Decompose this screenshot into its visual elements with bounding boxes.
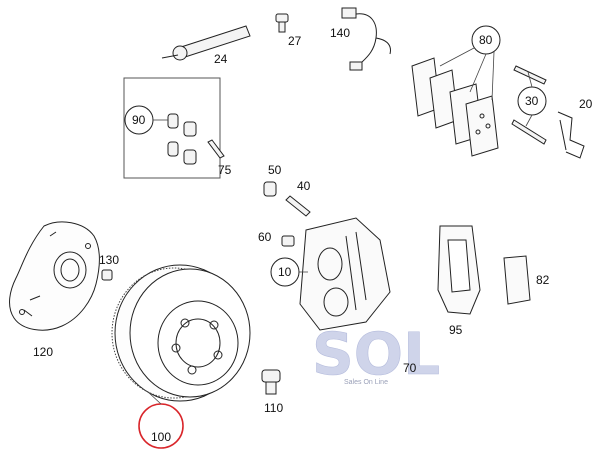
callout-70: 70 bbox=[403, 361, 417, 375]
callout-27: 27 bbox=[288, 34, 302, 48]
brake-disc bbox=[111, 264, 251, 402]
spring-clip bbox=[557, 111, 585, 159]
callout-20: 20 bbox=[579, 97, 593, 111]
watermark-logo: SOL Sales On Line bbox=[312, 320, 441, 389]
callout-30: 30 bbox=[525, 94, 539, 108]
guide-pin bbox=[161, 25, 251, 61]
callout-50: 50 bbox=[268, 163, 282, 177]
callout-110: 110 bbox=[264, 401, 283, 415]
pad-bracket bbox=[437, 225, 481, 315]
callout-100: 100 bbox=[151, 430, 171, 444]
dust-shield bbox=[9, 221, 100, 331]
small-pin bbox=[207, 139, 225, 159]
screw-60 bbox=[281, 235, 295, 247]
callout-120: 120 bbox=[33, 345, 53, 359]
callout-82: 82 bbox=[536, 273, 550, 287]
callout-40: 40 bbox=[297, 179, 311, 193]
callout-95: 95 bbox=[449, 323, 463, 337]
callout-75: 75 bbox=[218, 163, 232, 177]
callout-130: 130 bbox=[99, 253, 119, 267]
bleeder-cap bbox=[263, 181, 277, 197]
callout-80: 80 bbox=[479, 33, 493, 47]
callout-60: 60 bbox=[258, 230, 272, 244]
watermark-brand: SOL bbox=[312, 320, 440, 388]
pad-pins bbox=[511, 65, 547, 145]
wheel-bolt bbox=[261, 369, 281, 395]
callout-10: 10 bbox=[278, 265, 292, 279]
brake-caliper bbox=[299, 217, 391, 331]
bolt-130 bbox=[101, 269, 113, 281]
pad-82 bbox=[503, 255, 531, 305]
bolt-27 bbox=[275, 13, 289, 33]
bushing-set bbox=[123, 77, 221, 179]
bleeder-screw bbox=[285, 195, 311, 217]
callout-90: 90 bbox=[132, 113, 146, 127]
callout-140: 140 bbox=[330, 26, 350, 40]
wear-sensor bbox=[341, 7, 391, 71]
brake-pads bbox=[411, 57, 499, 157]
watermark-tagline: Sales On Line bbox=[344, 379, 388, 386]
callout-24: 24 bbox=[214, 52, 228, 66]
